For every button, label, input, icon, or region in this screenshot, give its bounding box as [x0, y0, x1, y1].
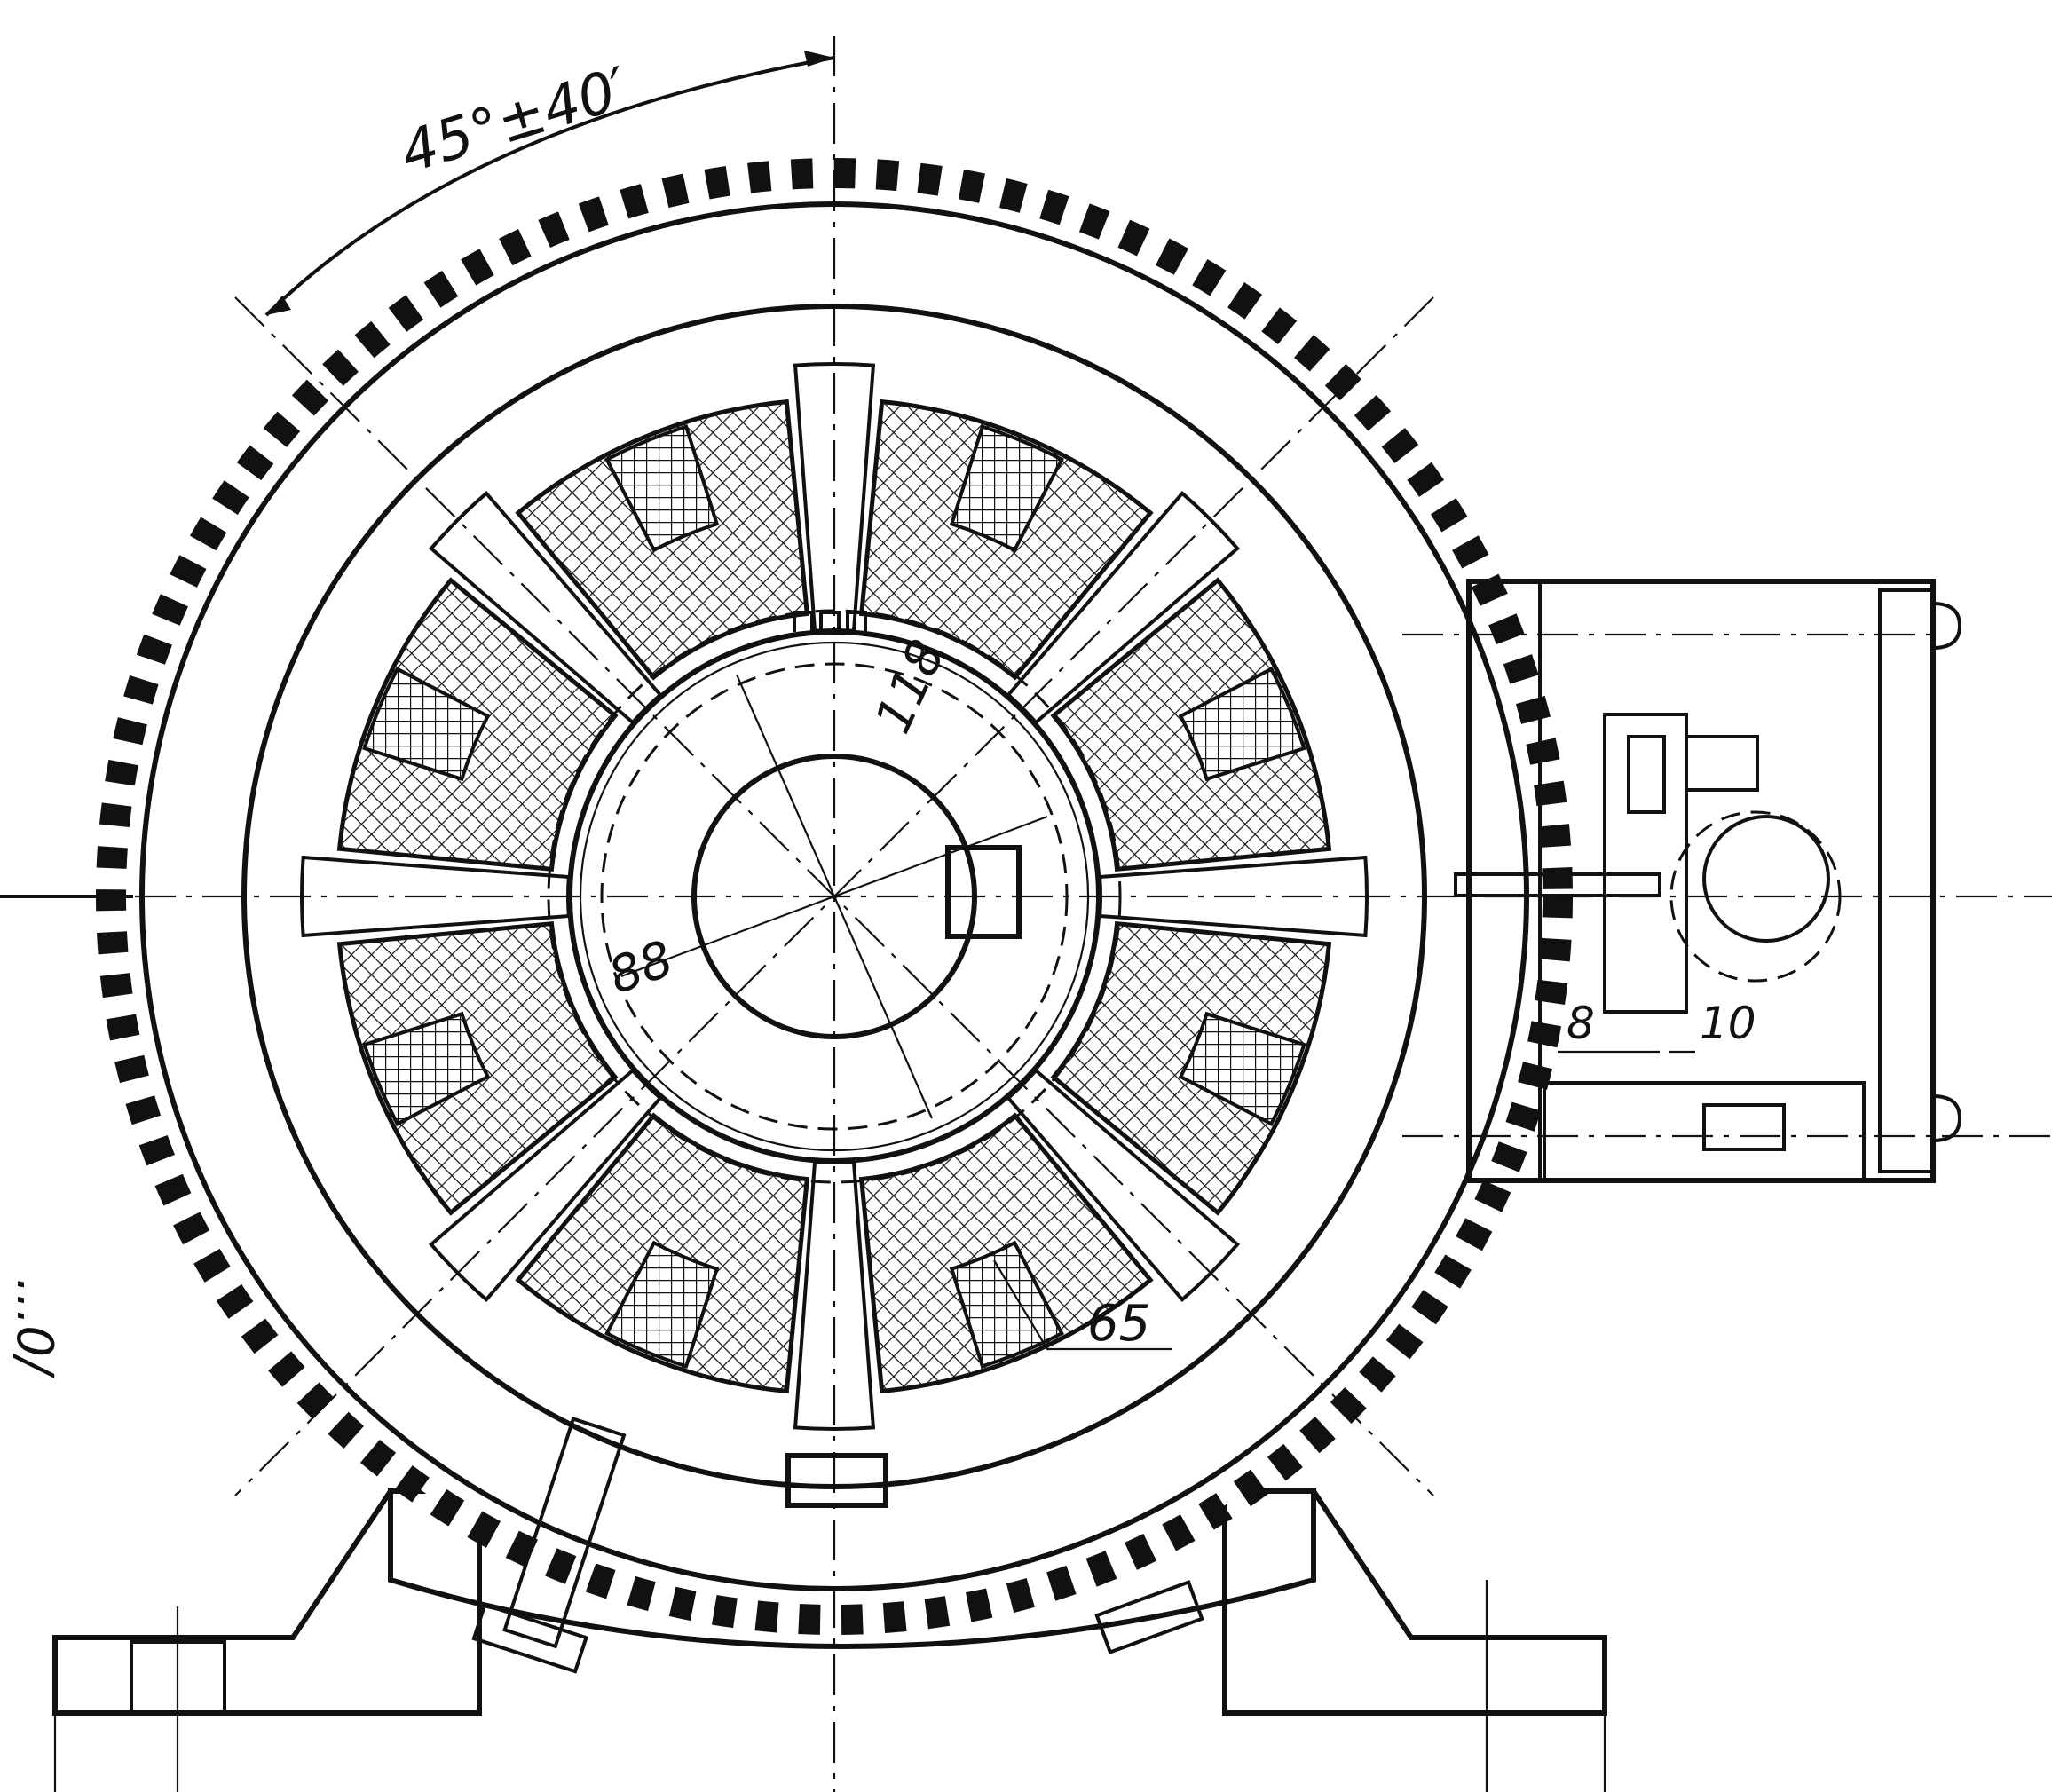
winding-slot-insulation	[949, 424, 1064, 553]
svg-text:10: 10	[1700, 998, 1756, 1049]
dimension-8: 8	[1558, 998, 1660, 1054]
svg-text:8: 8	[1567, 998, 1595, 1049]
winding-slot-insulation	[1178, 1011, 1306, 1126]
stator-windings	[336, 399, 1332, 1394]
winding-slot-insulation	[362, 667, 491, 782]
shaft-key	[945, 845, 1022, 939]
terminal-block	[1603, 713, 1688, 1014]
dimension-10: 10	[1669, 998, 1756, 1054]
hold-down-nut-right	[1094, 1579, 1204, 1655]
winding-slot-insulation	[362, 1011, 491, 1126]
bottom-key	[785, 1453, 888, 1508]
terminal-screw	[1685, 735, 1759, 792]
terminal-box-side-wall	[1467, 580, 1542, 1182]
hold-down-bolt-left	[471, 1417, 627, 1674]
winding-slot-insulation	[949, 1240, 1064, 1369]
left-edge-dimension: ...0/	[5, 1278, 63, 1378]
rotor-teeth	[793, 611, 867, 632]
terminal-box-bottom-wall	[1543, 1081, 1866, 1182]
winding-slot-insulation	[604, 424, 720, 553]
svg-text:65: 65	[1087, 1295, 1150, 1353]
winding-slot-insulation	[604, 1240, 720, 1369]
terminal-box-cover	[1878, 588, 1935, 1173]
extension-lines	[0, 895, 1606, 1792]
angle-label: 45°±40′	[393, 55, 636, 186]
winding-slot-insulation	[1178, 667, 1306, 782]
terminal-box	[1454, 579, 1962, 1183]
dimension-65: 65	[993, 1259, 1172, 1353]
